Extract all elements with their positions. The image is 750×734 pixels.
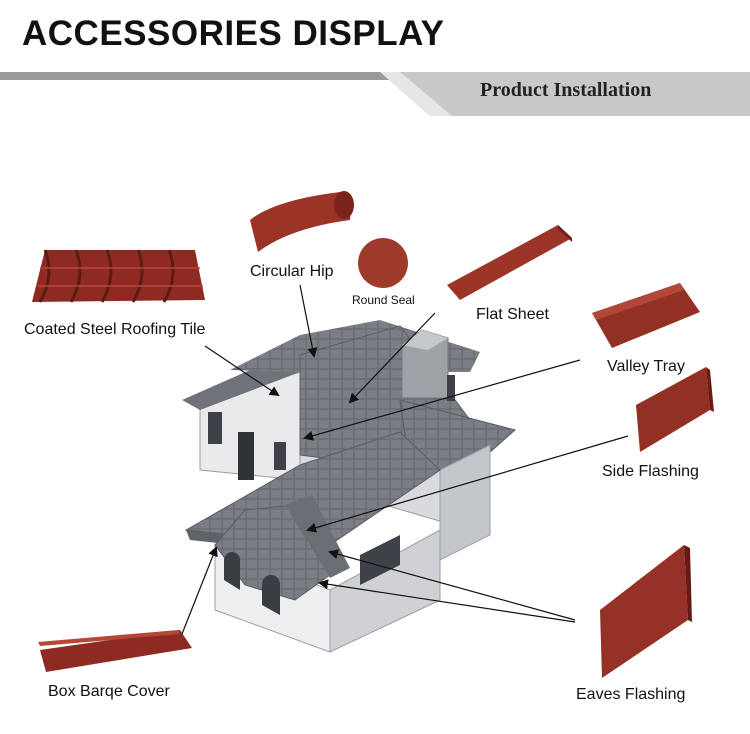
label-eaves-flashing: Eaves Flashing — [576, 686, 686, 703]
eaves-flashing-image — [600, 545, 692, 678]
leader-arrows — [181, 284, 629, 635]
page-title: ACCESSORIES DISPLAY — [22, 14, 445, 53]
box-barge-cover-image — [38, 630, 192, 672]
circular-hip-image — [250, 191, 354, 252]
valley-tray-image — [592, 283, 700, 348]
label-side-flashing: Side Flashing — [602, 463, 699, 480]
banner-title: Product Installation — [480, 79, 652, 101]
side-flashing-image — [636, 367, 714, 452]
banner — [0, 72, 750, 116]
flat-sheet-image — [447, 225, 572, 300]
label-circular-hip: Circular Hip — [250, 263, 334, 280]
label-valley-tray: Valley Tray — [607, 358, 685, 375]
round-seal-image — [358, 238, 408, 288]
label-round-seal: Round Seal — [352, 293, 415, 307]
label-roofing-tile: Coated Steel Roofing Tile — [24, 321, 206, 338]
label-flat-sheet: Flat Sheet — [476, 306, 549, 323]
roofing-tile-image — [32, 249, 205, 303]
label-box-barge-cover: Box Barqe Cover — [48, 683, 170, 700]
house-illustration — [182, 320, 517, 653]
